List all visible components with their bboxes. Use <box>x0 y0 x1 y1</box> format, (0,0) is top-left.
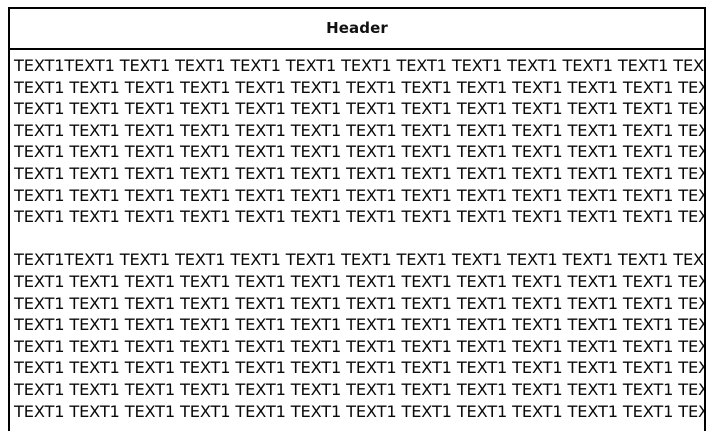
text-line: TEXT1 TEXT1 TEXT1 TEXT1 TEXT1 TEXT1 TEXT… <box>14 379 704 399</box>
text-line: TEXT1 TEXT1 TEXT1 TEXT1 TEXT1 TEXT1 TEXT… <box>14 336 704 356</box>
paragraph-block: TEXT1TEXT1 TEXT1 TEXT1 TEXT1 TEXT1 TEXT1… <box>14 55 704 228</box>
text-line: TEXT1 TEXT1 TEXT1 TEXT1 TEXT1 TEXT1 TEXT… <box>14 293 704 313</box>
text-line: TEXT1TEXT1 TEXT1 TEXT1 TEXT1 TEXT1 TEXT1… <box>14 56 704 75</box>
text-line: TEXT1 TEXT1 TEXT1 TEXT1 TEXT1 TEXT1 TEXT… <box>14 120 704 140</box>
text-line: TEXT1 TEXT1 TEXT1 TEXT1 TEXT1 TEXT1 TEXT… <box>14 77 704 97</box>
document-frame: Header TEXT1TEXT1 TEXT1 TEXT1 TEXT1 TEXT… <box>8 7 706 431</box>
document-body: TEXT1TEXT1 TEXT1 TEXT1 TEXT1 TEXT1 TEXT1… <box>10 50 704 431</box>
page-title: Header <box>326 19 388 37</box>
text-line: TEXT1 TEXT1 TEXT1 TEXT1 TEXT1 TEXT1 TEXT… <box>14 163 704 183</box>
paragraph-spacer <box>14 228 701 250</box>
document-header: Header <box>10 9 704 50</box>
paragraph-block: TEXT1TEXT1 TEXT1 TEXT1 TEXT1 TEXT1 TEXT1… <box>14 249 704 422</box>
text-line: TEXT1 TEXT1 TEXT1 TEXT1 TEXT1 TEXT1 TEXT… <box>14 358 704 378</box>
text-line: TEXT1 TEXT1 TEXT1 TEXT1 TEXT1 TEXT1 TEXT… <box>14 401 704 421</box>
text-line: TEXT1 TEXT1 TEXT1 TEXT1 TEXT1 TEXT1 TEXT… <box>14 315 704 335</box>
text-line: TEXT1 TEXT1 TEXT1 TEXT1 TEXT1 TEXT1 TEXT… <box>14 142 704 162</box>
text-line: TEXT1 TEXT1 TEXT1 TEXT1 TEXT1 TEXT1 TEXT… <box>14 207 704 227</box>
text-line: TEXT1 TEXT1 TEXT1 TEXT1 TEXT1 TEXT1 TEXT… <box>14 271 704 291</box>
text-line: TEXT1 TEXT1 TEXT1 TEXT1 TEXT1 TEXT1 TEXT… <box>14 185 704 205</box>
text-line: TEXT1 TEXT1 TEXT1 TEXT1 TEXT1 TEXT1 TEXT… <box>14 99 704 119</box>
text-line: TEXT1TEXT1 TEXT1 TEXT1 TEXT1 TEXT1 TEXT1… <box>14 250 704 270</box>
